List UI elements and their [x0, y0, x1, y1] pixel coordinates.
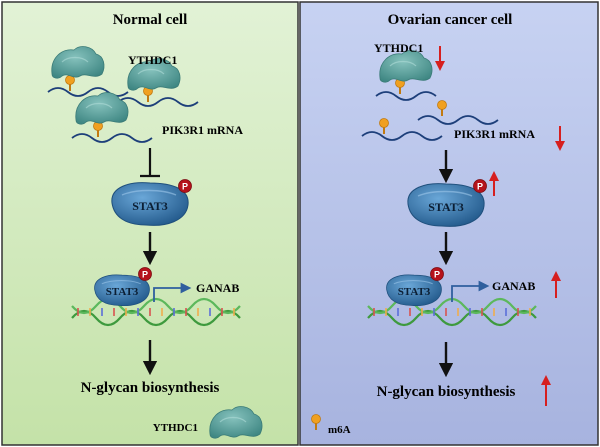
- normal-ythdc1-mrna-complex: [47, 45, 199, 143]
- phospho-label: P: [142, 270, 148, 280]
- normal-outcome: N-glycan biosynthesis: [81, 380, 220, 396]
- normal-ythdc1-label: YTHDC1: [128, 53, 177, 67]
- legend-protein-label: YTHDC1: [153, 422, 198, 434]
- normal-panel-title: Normal cell: [113, 12, 188, 28]
- mrna-strand: [361, 131, 443, 141]
- normal-stat3-label: STAT3: [132, 199, 168, 213]
- transcription-arrow: [451, 280, 490, 302]
- cancer-stat3-label: STAT3: [428, 200, 464, 214]
- legend-modification-label: m6A: [328, 424, 351, 436]
- phospho-label: P: [182, 182, 188, 192]
- cancer-mrna-label: PIK3R1 mRNA: [454, 127, 535, 141]
- phospho-label: P: [434, 270, 440, 280]
- cancer-outcome: N-glycan biosynthesis: [377, 384, 516, 400]
- cancer-ythdc1-mrna-complex: [361, 49, 499, 141]
- normal-target-gene: GANAB: [196, 281, 239, 295]
- cancer-target-gene: GANAB: [492, 279, 535, 293]
- normal-mrna-label: PIK3R1 mRNA: [162, 123, 243, 137]
- mrna-strand: [71, 133, 153, 143]
- mrna-strand: [375, 91, 437, 101]
- phospho-label: P: [477, 182, 483, 192]
- cancer-stat3-bound-label: STAT3: [398, 286, 431, 298]
- mrna-strand: [417, 115, 499, 125]
- cancer-ythdc1-label: YTHDC1: [374, 41, 423, 55]
- normal-dna-helix: [71, 297, 241, 327]
- mrna-strand: [117, 97, 199, 107]
- cancer-panel-title: Ovarian cancer cell: [388, 12, 513, 28]
- normal-stat3-bound-label: STAT3: [106, 286, 139, 298]
- transcription-arrow: [153, 282, 192, 302]
